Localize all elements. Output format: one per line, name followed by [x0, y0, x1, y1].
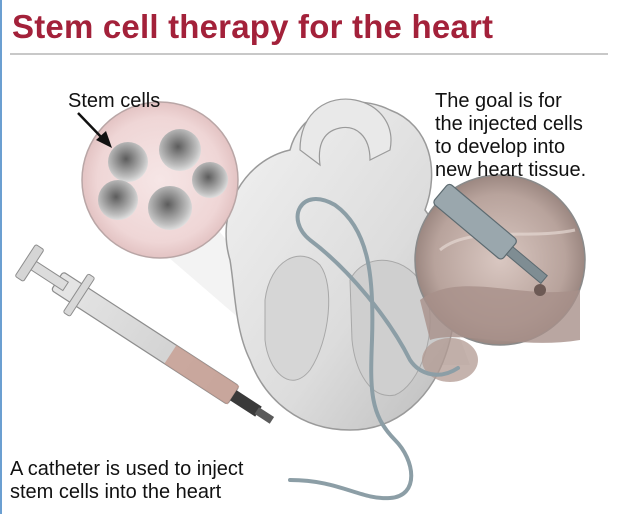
stem-cells-label: Stem cells [68, 90, 160, 113]
catheter-caption-line: A catheter is used to inject [10, 458, 243, 481]
goal-caption-line: The goal is for [435, 90, 586, 113]
stem-cell [148, 186, 192, 230]
catheter-caption: A catheter is used to inject stem cells … [10, 458, 243, 504]
stem-cell [98, 180, 138, 220]
stem-cell [108, 142, 148, 182]
goal-caption-line: new heart tissue. [435, 159, 586, 182]
stem-cell [159, 129, 201, 171]
goal-caption: The goal is for the injected cells to de… [435, 90, 586, 182]
goal-caption-line: the injected cells [435, 113, 586, 136]
injection-zoom-circle [415, 175, 585, 345]
catheter-caption-line: stem cells into the heart [10, 481, 243, 504]
goal-caption-line: to develop into [435, 136, 586, 159]
stem-cell-bubble [82, 102, 238, 258]
stem-cell [192, 162, 228, 198]
